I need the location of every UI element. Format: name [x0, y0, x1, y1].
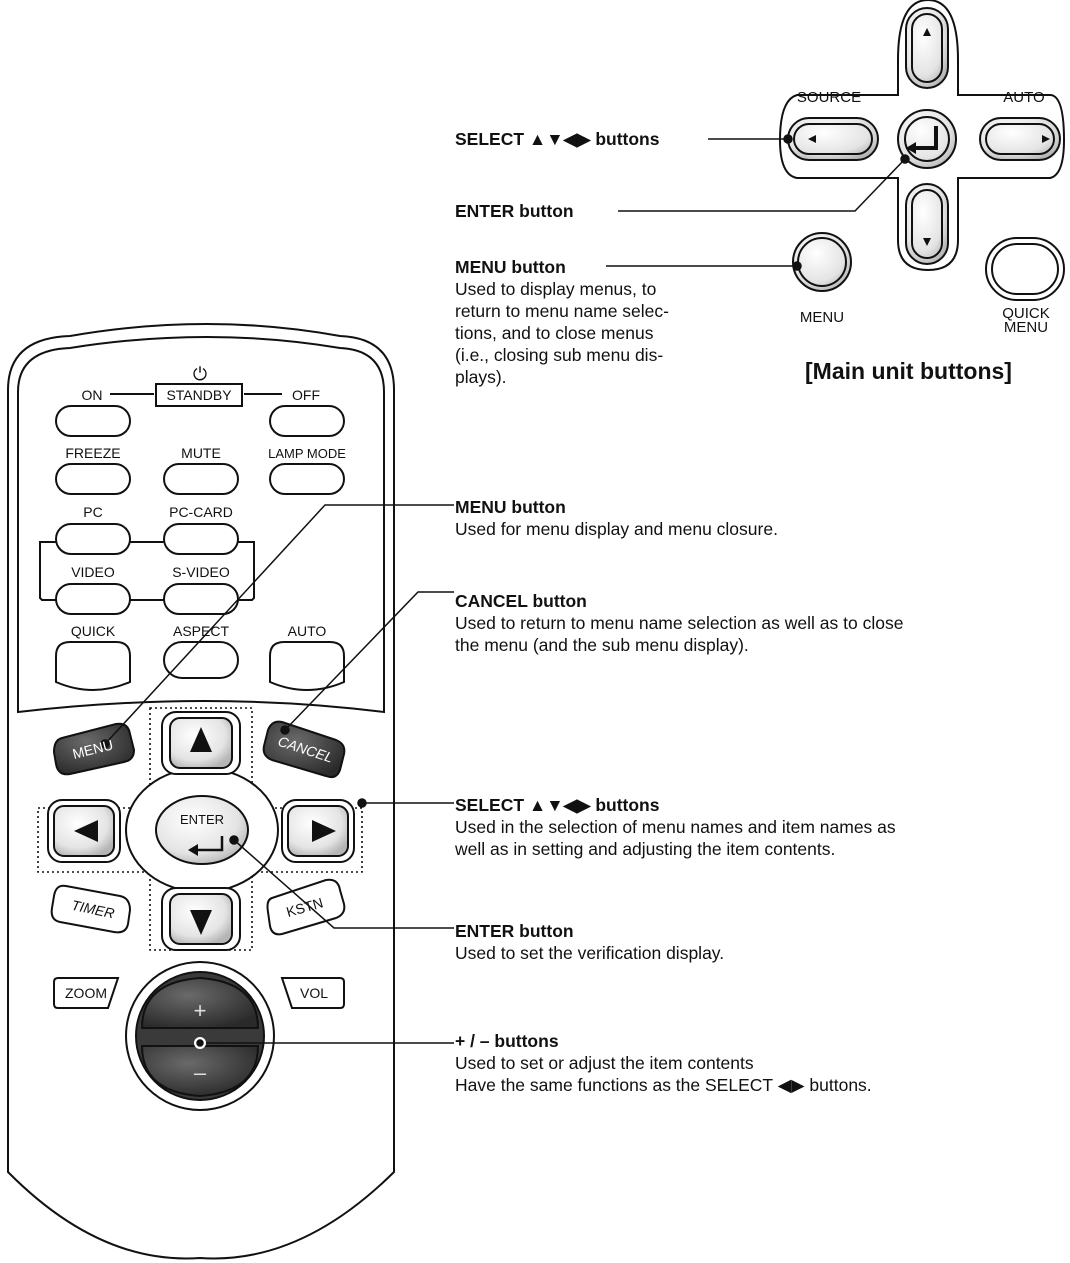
- label-enter: ENTER: [180, 812, 224, 827]
- label-source: SOURCE: [797, 89, 861, 106]
- standby-frame: [155, 383, 243, 407]
- callout-plus-minus: + / – buttons Used to set or adjust the …: [455, 1030, 872, 1096]
- power-symbol: ⏻: [193, 364, 207, 384]
- callout-title: + / – buttons: [455, 1031, 559, 1051]
- callout-body-line: Used for menu display and menu closure.: [455, 519, 778, 539]
- freeze-button[interactable]: [55, 463, 131, 495]
- quick-button[interactable]: [55, 641, 131, 691]
- callout-body-line: Used to set or adjust the item contents: [455, 1053, 754, 1073]
- callout-body-line: the menu (and the sub menu display).: [455, 635, 749, 655]
- main-menu-body-line: (i.e., closing sub menu dis-: [455, 345, 664, 365]
- label-standby: STANDBY: [166, 387, 232, 403]
- pc-button[interactable]: [55, 523, 131, 555]
- label-quick: QUICK: [71, 623, 116, 639]
- remote-enter-button[interactable]: [155, 795, 249, 865]
- main-unit-down-button[interactable]: [905, 183, 949, 265]
- callout-select: SELECT ▲▼◀▶ buttons Used in the selectio…: [455, 794, 896, 860]
- callout-body-line: Used to return to menu name selection as…: [455, 613, 904, 633]
- timer-button[interactable]: [50, 884, 132, 934]
- label-aspect: ASPECT: [173, 623, 229, 639]
- label-quick-menu-main: MENU: [1004, 319, 1048, 336]
- main-unit-right-button[interactable]: [979, 117, 1061, 161]
- callout-cancel: CANCEL button Used to return to menu nam…: [455, 590, 903, 656]
- main-select-callout: SELECT ▲▼◀▶ buttons: [455, 128, 659, 150]
- label-auto-main: AUTO: [1003, 89, 1044, 106]
- callout-title: CANCEL button: [455, 591, 587, 611]
- callout-body-line: Have the same functions as the SELECT ◀▶…: [455, 1075, 872, 1095]
- minus-button[interactable]: [140, 1045, 260, 1098]
- pc-card-button[interactable]: [163, 523, 239, 555]
- main-menu-callout: MENU button Used to display menus, to re…: [455, 256, 725, 388]
- callout-title: MENU button: [455, 497, 566, 517]
- label-auto: AUTO: [288, 623, 327, 639]
- label-pc-card: PC-CARD: [169, 504, 233, 520]
- remote-menu-button[interactable]: [52, 722, 136, 776]
- mute-button[interactable]: [163, 463, 239, 495]
- main-unit-panel: [778, 0, 1066, 301]
- main-menu-title: MENU button: [455, 257, 566, 277]
- remote-leaders: [100, 504, 454, 1049]
- label-plus: +: [194, 998, 207, 1023]
- main-unit-quick-menu-button[interactable]: [985, 237, 1065, 301]
- vol-button[interactable]: [280, 977, 345, 1009]
- label-pc: PC: [83, 504, 102, 520]
- main-unit-menu-button[interactable]: [792, 232, 852, 292]
- label-minus: –: [194, 1060, 207, 1085]
- main-menu-body-line: tions, and to close menus: [455, 323, 654, 343]
- main-menu-body-line: Used to display menus, to: [455, 279, 657, 299]
- label-vol: VOL: [300, 985, 328, 1001]
- label-freeze: FREEZE: [65, 445, 120, 461]
- main-unit-enter-button[interactable]: [897, 109, 957, 169]
- label-menu-main: MENU: [800, 309, 844, 326]
- aspect-button[interactable]: [163, 641, 239, 679]
- callout-enter: ENTER button Used to set the verificatio…: [455, 920, 724, 964]
- callout-title: ENTER button: [455, 921, 574, 941]
- on-button[interactable]: [55, 405, 131, 437]
- main-unit-cross-outline: [778, 0, 1066, 272]
- main-unit-leaders: [606, 134, 910, 271]
- callout-body-line: Used to set the verification display.: [455, 943, 725, 963]
- main-menu-body-line: plays).: [455, 367, 507, 387]
- main-unit-up-button[interactable]: [905, 7, 949, 89]
- zoom-button[interactable]: [53, 977, 120, 1009]
- main-menu-body-line: return to menu name selec-: [455, 301, 669, 321]
- auto-button[interactable]: [269, 641, 345, 691]
- remote-cancel-button[interactable]: [262, 720, 346, 779]
- main-enter-callout: ENTER button: [455, 200, 574, 222]
- label-quick-main: QUICK: [1002, 305, 1050, 322]
- plus-button[interactable]: [140, 976, 260, 1029]
- s-video-button[interactable]: [163, 583, 239, 615]
- label-video: VIDEO: [71, 564, 115, 580]
- remote-buttons: [55, 383, 345, 691]
- main-select-title: SELECT ▲▼◀▶ buttons: [455, 129, 660, 149]
- label-lamp-mode: LAMP MODE: [268, 446, 346, 461]
- main-unit-caption: [Main unit buttons]: [805, 358, 1012, 384]
- off-button[interactable]: [269, 405, 345, 437]
- main-enter-title: ENTER button: [455, 201, 574, 221]
- callout-title: SELECT ▲▼◀▶ buttons: [455, 795, 660, 815]
- label-mute: MUTE: [181, 445, 221, 461]
- label-on: ON: [82, 387, 103, 403]
- label-off: OFF: [292, 387, 320, 403]
- callout-body-line: Used in the selection of menu names and …: [455, 817, 896, 837]
- label-s-video: S-VIDEO: [172, 564, 230, 580]
- callout-body-line: well as in setting and adjusting the ite…: [455, 839, 836, 859]
- label-zoom: ZOOM: [65, 985, 107, 1001]
- lamp-mode-button[interactable]: [269, 463, 345, 495]
- callout-menu: MENU button Used for menu display and me…: [455, 496, 778, 540]
- remote-body: [7, 323, 395, 1260]
- video-button[interactable]: [55, 583, 131, 615]
- remote-nav-cluster: [37, 707, 363, 1111]
